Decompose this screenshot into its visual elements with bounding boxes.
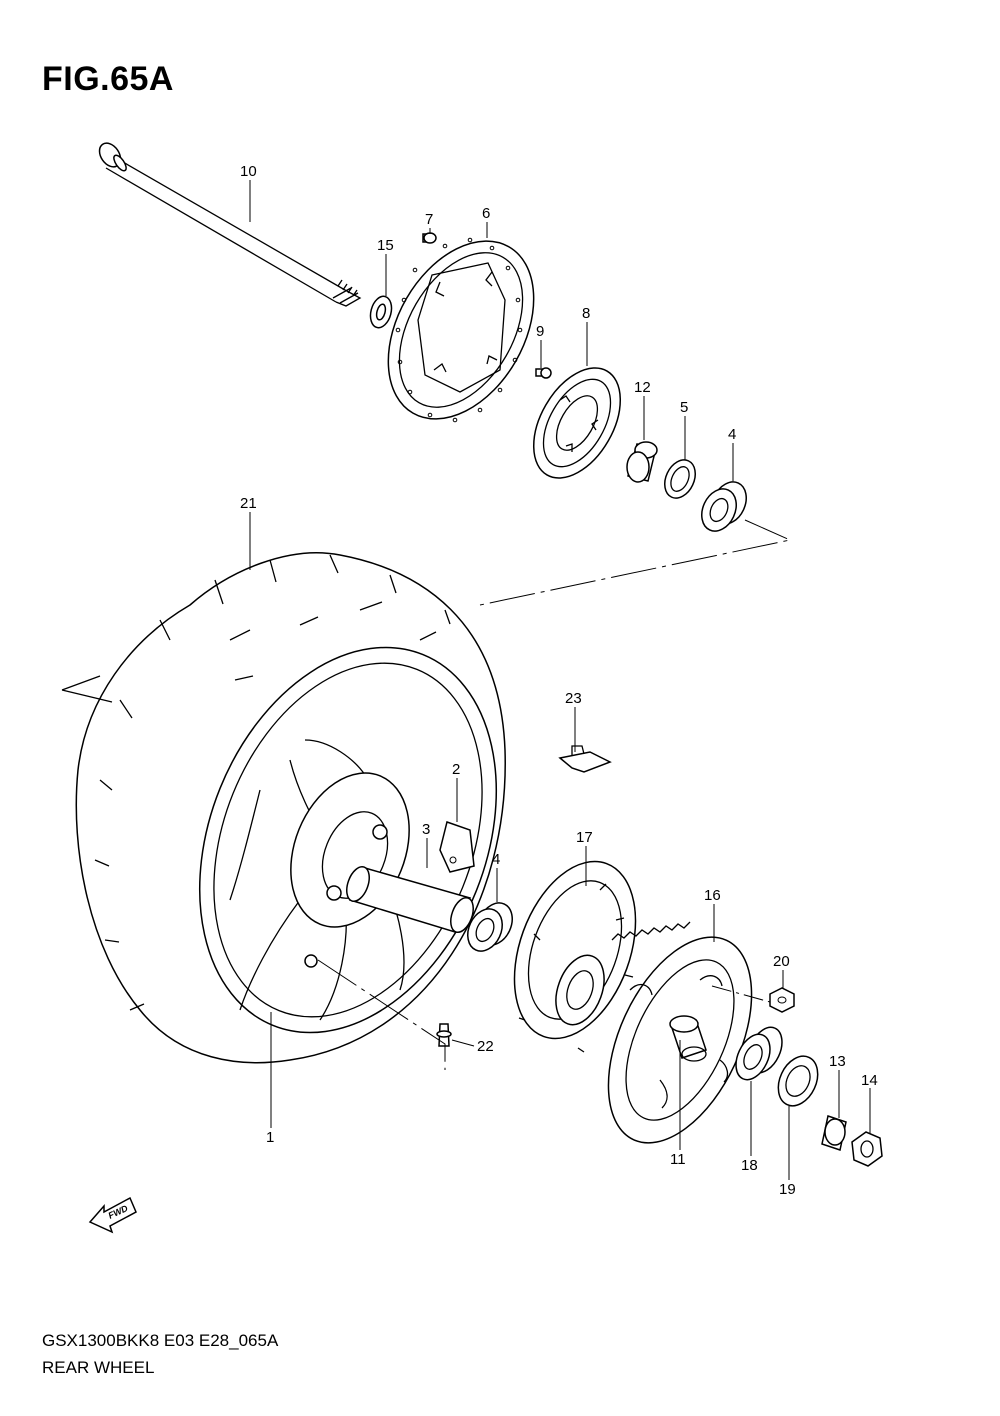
wheel-spacer-12[interactable] <box>626 441 658 483</box>
callout-4-lower: 4 <box>492 851 500 868</box>
callout-2: 2 <box>452 761 460 778</box>
callout-23: 23 <box>565 690 582 707</box>
axle-washer[interactable] <box>367 294 395 330</box>
oil-seal-19[interactable] <box>771 1050 826 1112</box>
callout-1: 1 <box>266 1129 274 1146</box>
wheel-bearing-lower[interactable] <box>461 897 519 956</box>
spacer-13[interactable] <box>821 1115 847 1151</box>
oil-seal-5[interactable] <box>659 455 701 503</box>
sprocket-bearing[interactable] <box>729 1022 788 1085</box>
callout-9: 9 <box>536 323 544 340</box>
rear-brake-disc[interactable] <box>358 215 563 444</box>
sprocket-nut[interactable] <box>769 987 795 1013</box>
callout-10: 10 <box>240 163 257 180</box>
axle-nut[interactable] <box>851 1131 883 1167</box>
section-name: REAR WHEEL <box>42 1358 155 1377</box>
callout-13: 13 <box>829 1053 846 1070</box>
callout-22: 22 <box>477 1038 494 1055</box>
clip-23[interactable] <box>558 745 612 773</box>
callout-19: 19 <box>779 1181 796 1198</box>
callout-18: 18 <box>741 1157 758 1174</box>
tire-valve[interactable] <box>304 954 452 1047</box>
alignment-line-upper <box>479 519 792 606</box>
callout-labels: 10 15 7 6 9 8 12 5 4 21 23 2 3 17 4 16 2… <box>240 163 878 1198</box>
wheel-spacer-3[interactable] <box>342 864 477 936</box>
callout-15: 15 <box>377 237 394 254</box>
abs-sensor-rotor[interactable] <box>516 353 638 493</box>
sensor-rotor-screw[interactable] <box>535 367 552 379</box>
model-code: GSX1300BKK8 E03 E28_065A <box>42 1331 279 1350</box>
callout-5: 5 <box>680 399 688 416</box>
alignment-line-lower <box>317 959 771 1070</box>
rear-axle[interactable] <box>95 139 362 307</box>
leader-lines <box>249 180 871 1180</box>
callout-4-upper: 4 <box>728 426 736 443</box>
callout-6: 6 <box>482 205 490 222</box>
wheel-bearing-upper[interactable] <box>695 476 753 536</box>
callout-16: 16 <box>704 887 721 904</box>
wheel-damper[interactable] <box>439 821 475 873</box>
callout-14: 14 <box>861 1072 878 1089</box>
callout-7: 7 <box>425 211 433 228</box>
fwd-arrow-icon: FWD <box>88 1196 137 1234</box>
callout-8: 8 <box>582 305 590 322</box>
callout-3: 3 <box>422 821 430 838</box>
callout-17: 17 <box>576 829 593 846</box>
callout-12: 12 <box>634 379 651 396</box>
sprocket-mounting-drum[interactable] <box>492 845 658 1056</box>
disc-bolt[interactable] <box>422 232 437 244</box>
callout-11: 11 <box>670 1151 686 1168</box>
figure-title: FIG.65A <box>42 60 174 98</box>
callout-20: 20 <box>773 953 790 970</box>
callout-21: 21 <box>240 495 257 512</box>
